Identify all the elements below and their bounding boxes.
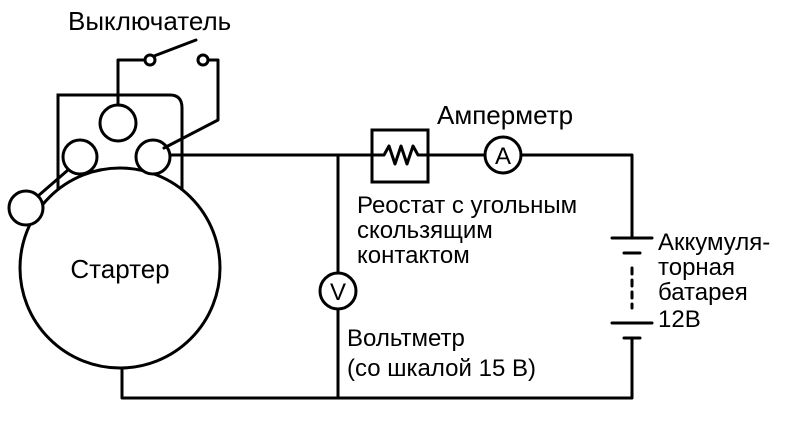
wire-ammeter-battery bbox=[519, 153, 634, 240]
voltmeter-symbol: V bbox=[330, 279, 346, 306]
starter-terminal-left bbox=[61, 138, 99, 176]
voltmeter-label-line2: (со шкалой 15 В) bbox=[347, 355, 536, 382]
battery-label-line4: 12В bbox=[658, 306, 701, 333]
rheostat-label-line2: скользящим bbox=[357, 217, 493, 244]
rheostat-resistor-icon bbox=[370, 144, 430, 166]
switch-label: Выключатель bbox=[68, 6, 231, 36]
battery-label-line2: торная bbox=[658, 254, 735, 281]
voltmeter-label-line1: Вольтметр bbox=[347, 325, 465, 352]
voltmeter-circle bbox=[318, 271, 358, 311]
switch-contact-right bbox=[196, 53, 210, 67]
starter-motor-body bbox=[18, 166, 222, 370]
starter-terminal-right bbox=[134, 138, 172, 176]
ammeter-symbol: A bbox=[495, 143, 511, 170]
ammeter-circle bbox=[483, 135, 523, 175]
switch-wire bbox=[116, 58, 220, 150]
rheostat-label-line3: контактом bbox=[357, 242, 470, 269]
ammeter-label: Амперметр bbox=[437, 100, 573, 130]
battery-label-line3: батарея bbox=[658, 279, 748, 306]
switch-contact-left bbox=[143, 53, 157, 67]
starter-side-terminal bbox=[7, 189, 45, 227]
starter-terminal-top bbox=[98, 103, 138, 143]
starter-label: Стартер bbox=[70, 254, 169, 284]
wire-battery-return bbox=[120, 336, 634, 400]
switch-blade bbox=[152, 38, 198, 58]
rheostat-label-line1: Реостат с угольным bbox=[357, 192, 577, 219]
starter-terminal-link bbox=[36, 168, 70, 198]
battery-label-line1: Аккумуля- bbox=[658, 229, 770, 256]
